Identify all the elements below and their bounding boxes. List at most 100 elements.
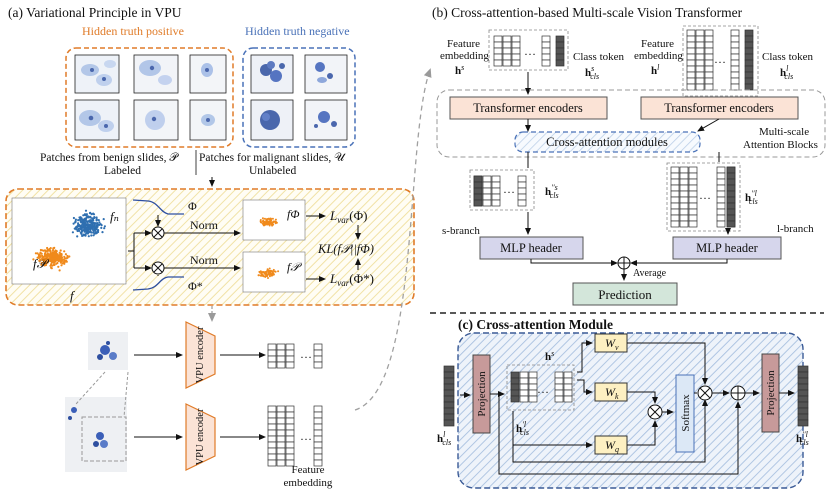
feature-tokens-a: [267, 343, 323, 467]
small-scatter-point: [271, 224, 274, 227]
scatter-point-positive: [49, 264, 52, 267]
token-cell: [285, 343, 295, 351]
wk-label: Wk: [605, 385, 619, 401]
token-cell: [482, 199, 492, 207]
scatter-point-positive: [55, 252, 58, 255]
panel-b: (b) Cross-attention-based Multi-scale Vi…: [432, 5, 826, 306]
scatter-point-negative: [97, 219, 100, 222]
scatter-point-negative: [84, 217, 88, 221]
token-cell: [285, 435, 295, 443]
token-cell: [726, 172, 736, 180]
scatter-point-negative: [91, 217, 94, 220]
scatter-point-positive: [49, 250, 52, 253]
token-cell: [267, 343, 277, 351]
small-scatter-point: [264, 221, 267, 224]
token-cell: [695, 29, 705, 37]
scatter-point-positive: [37, 256, 40, 259]
token-cell: [563, 389, 573, 397]
token-cell: [491, 199, 501, 207]
scatter-point-positive: [53, 250, 56, 253]
scatter-point-positive: [46, 246, 49, 250]
token-cell: [276, 349, 286, 357]
scatter-point-positive: [41, 258, 44, 262]
token-cell: [541, 41, 551, 49]
scatter-point-positive: [44, 263, 47, 266]
token-cell: [276, 435, 286, 443]
token-cell: [267, 447, 277, 455]
input-token-column: [443, 365, 455, 427]
small-scatter-point: [267, 272, 270, 274]
token-cell: [313, 423, 323, 431]
token-cell: [679, 214, 689, 222]
transformer-right-label: Transformer encoders: [664, 101, 774, 115]
token-cell: [679, 220, 689, 228]
scatter-point-positive: [46, 261, 49, 264]
token-cell: [443, 395, 455, 403]
scatter-point-negative: [88, 226, 91, 229]
scatter-point-positive: [38, 259, 41, 262]
scatter-point-negative: [73, 227, 76, 230]
token-cell: [313, 435, 323, 443]
token-cell: [686, 65, 696, 73]
token-cell: [554, 377, 564, 385]
left-input-tokens: [493, 35, 565, 67]
scatter-point-negative: [71, 231, 74, 234]
token-cell: [267, 435, 277, 443]
scatter-point-negative: [72, 216, 75, 220]
hs-frame: [506, 364, 575, 411]
scatter-point-negative: [83, 230, 86, 233]
token-cell: [695, 47, 705, 55]
token-cell: [267, 405, 277, 413]
transformer-right: [640, 96, 799, 120]
token-cell: [528, 371, 538, 379]
phi-star-curve: [132, 276, 184, 291]
scatter-point-positive: [45, 257, 48, 260]
left-feat-2: embedding: [440, 50, 489, 62]
scatter-point-positive: [63, 260, 66, 264]
patch-grid: [74, 54, 348, 141]
token-cell: [744, 59, 754, 67]
vpu-encoder-bottom-label: VPU encoder: [195, 408, 206, 465]
token-cell: [313, 441, 323, 449]
token-cell: [555, 47, 565, 55]
token-cell: [285, 349, 295, 357]
token-cell: [473, 199, 483, 207]
token-cell: [528, 377, 538, 385]
scatter-point-negative: [96, 223, 99, 226]
panel-c-title: (c) Cross-attention Module: [458, 317, 613, 332]
phi-star-label: Φ*: [188, 279, 203, 293]
scatter-point-negative: [90, 213, 93, 216]
token-cell: [688, 184, 698, 192]
scatter-point-negative: [100, 226, 103, 229]
token-cell: [686, 29, 696, 37]
scatter-point-positive: [39, 251, 42, 254]
scatter-point-positive: [53, 253, 56, 256]
token-cell: [267, 349, 277, 357]
small-scatter-point: [261, 217, 264, 220]
scatter-point-negative: [101, 231, 104, 234]
hs-c-label: hs: [545, 349, 554, 363]
token-cell: [493, 53, 503, 61]
token-cell: [285, 355, 295, 363]
scatter-point-negative: [84, 221, 87, 224]
token-cell: [313, 361, 323, 369]
softmax-label: Softmax: [680, 394, 692, 432]
token-cell: [726, 190, 736, 198]
token-cell: [670, 214, 680, 222]
scatter-point-negative: [80, 217, 83, 220]
scatter-point-negative: [88, 220, 91, 223]
scatter-point-positive: [63, 250, 66, 253]
token-cell: [519, 371, 529, 379]
malig-caption-2: Unlabeled: [249, 165, 297, 177]
transformer-left-label: Transformer encoders: [473, 101, 583, 115]
token-cell: [797, 401, 809, 409]
scatter-point-positive: [57, 265, 60, 268]
token-cell: [313, 355, 323, 363]
scatter-point-negative: [89, 228, 92, 231]
small-scatter-point: [262, 224, 265, 227]
token-cell: [313, 429, 323, 437]
small-scatter-point: [274, 222, 277, 225]
small-scatter-point: [274, 218, 277, 221]
